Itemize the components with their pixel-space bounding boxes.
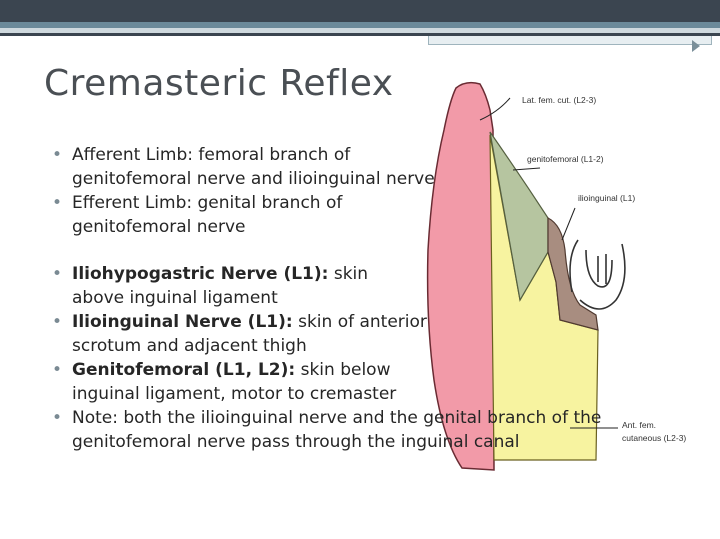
ilioinguinal-region bbox=[547, 217, 599, 331]
bullet-genitofemoral-term: Genitofemoral (L1, L2): bbox=[72, 360, 296, 380]
bullet-iliohypogastric: Iliohypogastric Nerve (L1): skin above i… bbox=[52, 262, 412, 310]
bullet-ilioinguinal-term: Ilioinguinal Nerve (L1): bbox=[72, 312, 293, 332]
bullet-genitofemoral-text: skin below inguinal ligament, motor to c… bbox=[72, 360, 397, 404]
corner-decoration bbox=[428, 36, 712, 45]
label-lat-fem-cut: Lat. fem. cut. (L2-3) bbox=[522, 95, 596, 105]
corner-arrow-icon bbox=[692, 40, 700, 52]
genital-outline bbox=[569, 239, 626, 310]
top-banner bbox=[0, 0, 720, 36]
bullet-afferent: Afferent Limb: femoral branch of genitof… bbox=[52, 143, 472, 191]
bullet-iliohypogastric-term: Iliohypogastric Nerve (L1): bbox=[72, 264, 329, 284]
label-genitofemoral: genitofemoral (L1-2) bbox=[527, 154, 604, 164]
bullet-ilioinguinal-text: skin of anterior scrotum and adjacent th… bbox=[72, 312, 427, 356]
slide-title: Cremasteric Reflex bbox=[44, 63, 394, 104]
bullet-note-text: Note: both the ilioinguinal nerve and th… bbox=[72, 408, 602, 452]
label-ilioinguinal: ilioinguinal (L1) bbox=[578, 193, 635, 203]
bullet-list: Afferent Limb: femoral branch of genitof… bbox=[52, 143, 601, 454]
leader-ilioinguinal bbox=[561, 207, 576, 241]
leader-lat-fem bbox=[479, 97, 511, 121]
bullet-ilioinguinal: Ilioinguinal Nerve (L1): skin of anterio… bbox=[52, 310, 432, 358]
leader-genitofemoral bbox=[512, 167, 541, 171]
banner-stripe bbox=[0, 22, 720, 28]
bullet-genitofemoral: Genitofemoral (L1, L2): skin below ingui… bbox=[52, 358, 462, 406]
bullet-iliohypogastric-text: skin above inguinal ligament bbox=[72, 264, 369, 308]
bullet-efferent: Efferent Limb: genital branch of genitof… bbox=[52, 191, 382, 239]
banner-stripe-light bbox=[0, 28, 720, 33]
bullet-efferent-text: Efferent Limb: genital branch of genitof… bbox=[72, 193, 343, 237]
bullet-afferent-text: Afferent Limb: femoral branch of genitof… bbox=[72, 145, 435, 189]
bullet-note: Note: both the ilioinguinal nerve and th… bbox=[52, 406, 692, 454]
